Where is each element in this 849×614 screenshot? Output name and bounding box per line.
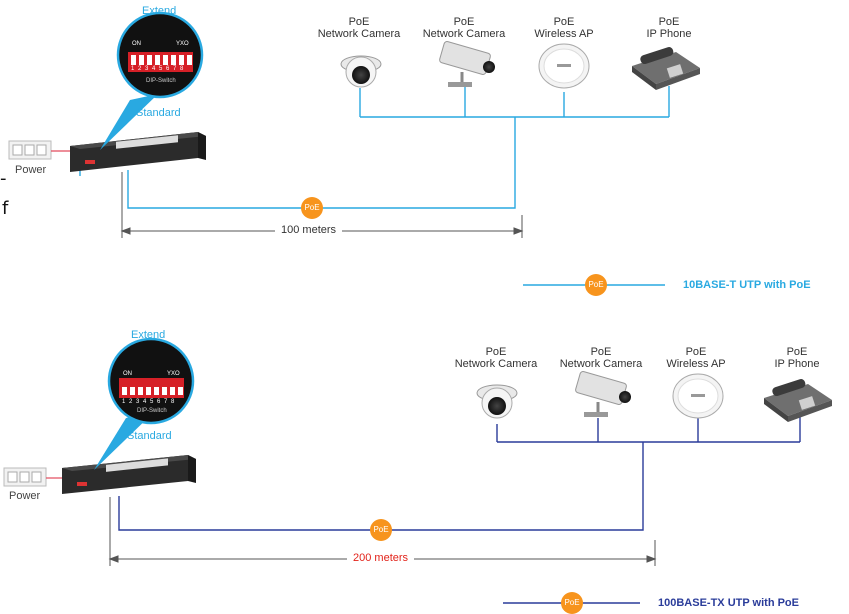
top-dip-caption: DIP-Switch: [146, 78, 176, 84]
top-distance-label: 100 meters: [275, 224, 343, 236]
top-poe-badge: PoE: [301, 197, 323, 219]
bottom-diagram: [3, 337, 832, 566]
edge-fragment-dash: -: [0, 168, 7, 189]
bottom-standard-label: Standard: [127, 430, 172, 442]
bottom-dip-on: ON: [123, 371, 132, 377]
top-dip-yxo: YXO: [176, 41, 189, 47]
ip-phone-icon: [764, 379, 832, 422]
bottom-dip-numbers: 1 2 3 4 5 6 7 8: [122, 399, 176, 405]
bottom-distance-label: 200 meters: [347, 552, 415, 564]
bullet-camera-icon: [575, 371, 631, 417]
top-extend-label: Extend: [142, 5, 177, 17]
bottom-legend-badge: PoE: [561, 592, 583, 614]
bottom-dip-yxo: YXO: [167, 371, 180, 377]
bottom-dip-caption: DIP-Switch: [137, 408, 167, 414]
top-power-outlet: [8, 140, 70, 160]
bottom-poe-switch: [62, 455, 196, 494]
top-poe-switch: [70, 132, 206, 172]
bottom-power-label: Power: [9, 490, 41, 502]
top-dip-numbers: 1 2 3 4 5 6 7 8: [131, 66, 185, 72]
dome-camera-icon: [476, 384, 518, 419]
bottom-cable: [118, 416, 801, 531]
wireless-ap-icon: [672, 373, 724, 419]
ip-phone-icon: [632, 47, 700, 90]
wireless-ap-icon: [538, 43, 590, 89]
top-standard-label: Standard: [136, 107, 181, 119]
edge-fragment-f: f: [2, 198, 9, 219]
bottom-legend-text: 100BASE-TX UTP with PoE: [658, 597, 799, 609]
top-power-label: Power: [15, 164, 47, 176]
dome-camera-icon: [340, 55, 382, 88]
top-diagram: [8, 11, 700, 238]
bottom-extend-label: Extend: [131, 329, 166, 341]
top-dip-switch-zoom: [100, 11, 204, 150]
bottom-power-outlet: [3, 467, 62, 487]
bottom-dip-switch-zoom: [94, 337, 195, 470]
top-legend-text: 10BASE-T UTP with PoE: [683, 279, 811, 291]
bottom-poe-badge: PoE: [370, 519, 392, 541]
top-legend-badge: PoE: [585, 274, 607, 296]
top-dip-on: ON: [132, 41, 141, 47]
bullet-camera-icon: [439, 41, 495, 87]
